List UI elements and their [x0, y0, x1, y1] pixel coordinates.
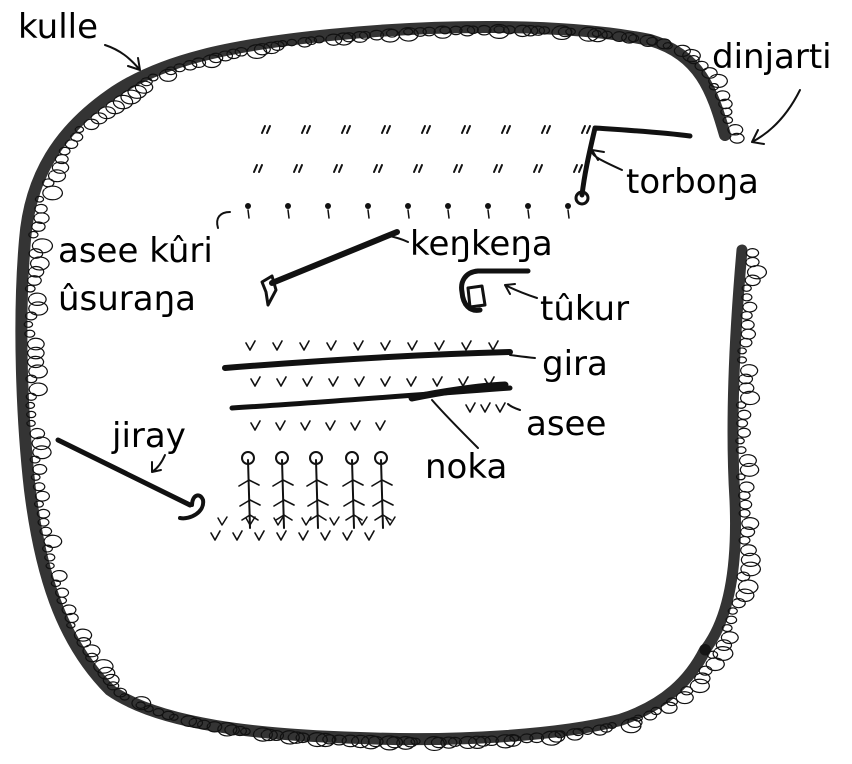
hole-mark — [334, 165, 342, 172]
sorghum-plants — [218, 452, 395, 528]
seed-hole — [285, 203, 291, 209]
kenkena-digging-stick-icon — [262, 232, 397, 305]
hole-mark — [414, 165, 422, 172]
seedling — [407, 377, 416, 386]
hole-mark — [494, 165, 502, 172]
seedling — [462, 341, 471, 350]
seed-hole — [325, 203, 331, 209]
hole-mark — [582, 126, 590, 133]
label-dinjarti: dinjarti — [712, 37, 832, 77]
seedling — [496, 403, 505, 412]
seedling — [211, 531, 220, 540]
seed-hole — [405, 203, 411, 209]
plant-stalk — [316, 460, 318, 528]
hole-mark — [568, 210, 569, 218]
plant-stalk — [248, 460, 250, 528]
hole-mark — [462, 126, 470, 133]
seedling — [466, 403, 475, 412]
hole-mark — [542, 126, 550, 133]
seedling — [277, 531, 286, 540]
hole-mark — [382, 126, 390, 133]
label-asee-kuri: asee kûri — [58, 231, 213, 271]
seedling — [343, 531, 352, 540]
seedling — [251, 421, 260, 430]
hole-mark — [528, 210, 529, 218]
seedling — [303, 377, 312, 386]
seedling — [459, 377, 468, 386]
seed-hole — [485, 203, 491, 209]
label-kenkena: keŋkeŋa — [410, 224, 553, 264]
hole-mark — [302, 126, 310, 133]
hole-mark — [448, 210, 449, 218]
seedling — [435, 341, 444, 350]
seedling — [301, 421, 310, 430]
seedling — [299, 531, 308, 540]
hole-mark — [454, 165, 462, 172]
seedling — [376, 421, 385, 430]
label-torbona: torboŋa — [626, 162, 759, 202]
seedling — [481, 403, 490, 412]
grass-rows — [225, 352, 510, 408]
seed-hole — [365, 203, 371, 209]
seed-hole — [565, 203, 571, 209]
seedling — [233, 531, 242, 540]
planting-holes — [245, 126, 590, 218]
seedling — [354, 341, 363, 350]
hole-mark — [534, 165, 542, 172]
seedling — [489, 341, 498, 350]
seedling — [273, 341, 282, 350]
label-jiray: jiray — [111, 416, 186, 456]
seedling — [329, 377, 338, 386]
seedling-rows — [211, 341, 505, 540]
seedling — [408, 341, 417, 350]
label-tukur: tûkur — [540, 289, 629, 329]
seed-hole — [445, 203, 451, 209]
hole-mark — [248, 210, 249, 218]
hole-mark — [368, 210, 369, 218]
seedling — [355, 377, 364, 386]
hole-mark — [502, 126, 510, 133]
hole-mark — [574, 165, 582, 172]
seedling — [365, 531, 374, 540]
seedling — [276, 421, 285, 430]
hole-mark — [422, 126, 430, 133]
label-gira: gira — [542, 344, 608, 384]
seedling — [218, 517, 227, 525]
hole-mark — [254, 165, 262, 172]
seedling — [381, 377, 390, 386]
hole-mark — [288, 210, 289, 218]
seedling — [327, 341, 336, 350]
seedling — [351, 421, 360, 430]
hole-mark — [342, 126, 350, 133]
seedling — [255, 531, 264, 540]
plant-stalk — [352, 460, 354, 528]
hole-mark — [294, 165, 302, 172]
label-noka: noka — [425, 447, 507, 487]
seedling — [330, 517, 339, 525]
hole-mark — [374, 165, 382, 172]
seed-hole — [245, 203, 251, 209]
label-usurana: ûsuraŋa — [58, 279, 196, 319]
seedling — [246, 341, 255, 350]
hole-mark — [328, 210, 329, 218]
plant-stalk — [381, 460, 383, 528]
hole-mark — [488, 210, 489, 218]
seedling — [302, 517, 311, 525]
seed-hole — [525, 203, 531, 209]
seedling — [433, 377, 442, 386]
seedling — [300, 341, 309, 350]
label-kulle: kulle — [18, 7, 98, 47]
label-asee: asee — [526, 404, 606, 444]
seedling — [251, 377, 260, 386]
hole-mark — [262, 126, 270, 133]
seedling — [321, 531, 330, 540]
seedling — [277, 377, 286, 386]
hole-mark — [408, 210, 409, 218]
seedling — [381, 341, 390, 350]
seedling — [326, 421, 335, 430]
